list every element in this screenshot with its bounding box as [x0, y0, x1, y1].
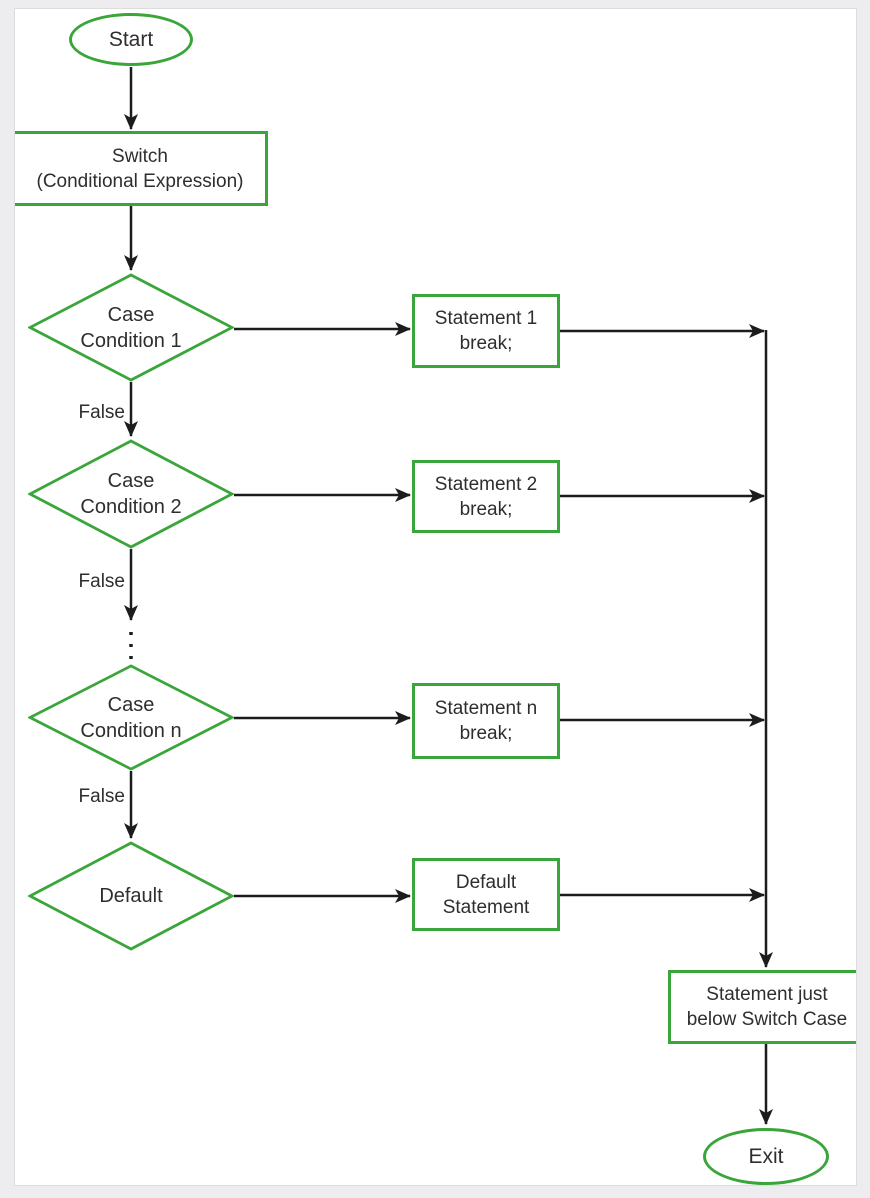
default-label: Default — [99, 885, 163, 907]
flowchart-canvas: Start Switch (Conditional Expression) Ca… — [14, 8, 857, 1186]
diamond-shape — [28, 841, 234, 951]
case-condition-2-node: Case Condition 2 — [28, 439, 234, 549]
default-statement-line2: Statement — [442, 896, 530, 918]
default-node: Default — [28, 841, 234, 951]
default-statement-node: Default Statement — [412, 858, 560, 931]
case-condition-1-node: Case Condition 1 — [28, 273, 234, 382]
diamond-shape — [28, 439, 234, 549]
casen-label-line2: Condition n — [80, 719, 182, 742]
casen-label-line1: Case — [107, 693, 155, 716]
diamond-shape — [28, 273, 234, 382]
case1-label-line2: Condition 1 — [80, 329, 182, 352]
statement-2-node: Statement 2 break; — [412, 460, 560, 533]
statement1-line2: break; — [459, 333, 513, 354]
statementn-line1: Statement n — [434, 698, 538, 719]
exit-label: Exit — [748, 1144, 784, 1168]
statement2-line2: break; — [459, 498, 513, 520]
case2-label-line2: Condition 2 — [80, 496, 182, 518]
below-switch-statement-node: Statement just below Switch Case — [668, 970, 856, 1044]
statement2-line1: Statement 2 — [434, 473, 538, 495]
statement-1-node: Statement 1 break; — [412, 294, 560, 368]
switch-node: Switch (Conditional Expression) — [15, 131, 268, 206]
false-label-n: False — [78, 786, 125, 807]
diamond-shape — [28, 664, 234, 771]
case2-label-line1: Case — [107, 470, 155, 492]
statement1-line1: Statement 1 — [434, 308, 538, 329]
start-node: Start — [69, 13, 193, 66]
false-label-2: False — [78, 571, 125, 592]
statementn-line2: break; — [459, 723, 513, 744]
false-label-1: False — [78, 402, 125, 423]
switch-label-line2: (Conditional Expression) — [36, 170, 244, 192]
case1-label-line1: Case — [107, 303, 155, 326]
exit-node: Exit — [703, 1128, 829, 1185]
below-switch-line1: Statement just — [706, 984, 828, 1005]
case-condition-n-node: Case Condition n — [28, 664, 234, 771]
start-label: Start — [108, 27, 154, 51]
statement-n-node: Statement n break; — [412, 683, 560, 759]
switch-label-line1: Switch — [112, 145, 168, 167]
default-statement-line1: Default — [455, 871, 517, 893]
flow-connectors — [124, 67, 773, 1125]
below-switch-line2: below Switch Case — [686, 1009, 848, 1030]
